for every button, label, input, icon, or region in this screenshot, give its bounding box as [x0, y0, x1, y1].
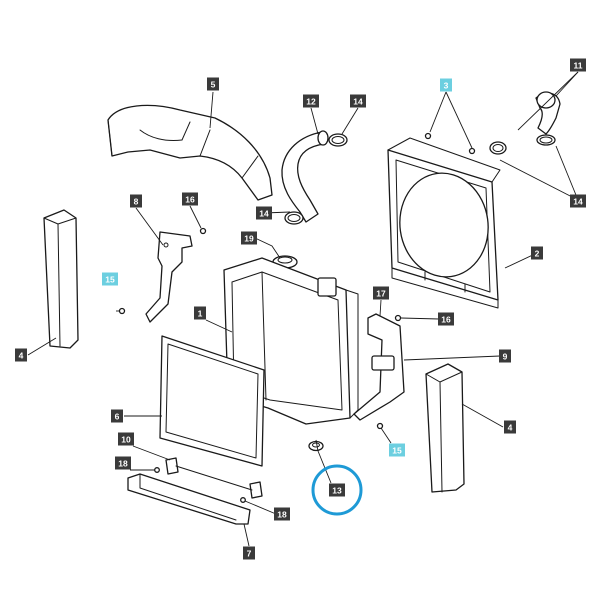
callout-number: 14 [573, 197, 583, 207]
callout-16: 16 [438, 312, 454, 326]
callout-number: 6 [115, 412, 120, 422]
callout-number: 3 [444, 81, 449, 91]
callout-number: 12 [306, 97, 316, 107]
part-upper-hose [281, 130, 329, 223]
callout-4: 4 [15, 348, 27, 362]
callout-18: 18 [274, 507, 290, 521]
callout-number: 14 [259, 209, 269, 219]
callout-box [241, 231, 257, 245]
callout-box [118, 432, 134, 446]
callout-18: 18 [115, 456, 131, 470]
callout-number: 19 [244, 234, 254, 244]
callout-number: 2 [535, 249, 540, 259]
callout-1: 1 [194, 306, 206, 320]
callout-box [303, 94, 319, 108]
callout-box [438, 312, 454, 326]
callout-box [570, 194, 586, 208]
callout-number: 8 [134, 197, 139, 207]
callout-box [194, 306, 206, 320]
callout-9: 9 [499, 349, 511, 363]
callout-number: 5 [211, 80, 216, 90]
callout-number: 13 [332, 486, 342, 496]
callout-14: 14 [350, 94, 366, 108]
callout-2: 2 [531, 246, 543, 260]
callout-box [440, 78, 452, 92]
callout-number: 10 [121, 435, 131, 445]
callout-number: 18 [118, 459, 128, 469]
callout-12: 12 [303, 94, 319, 108]
callout-box [274, 507, 290, 521]
part-fan-shroud [387, 137, 501, 309]
part-drain-plug [308, 440, 324, 452]
callout-box [243, 546, 255, 560]
callout-10: 10 [118, 432, 134, 446]
callout-15: 15 [389, 443, 405, 457]
callout-number: 9 [503, 352, 508, 362]
callout-number: 16 [185, 195, 195, 205]
callout-box [373, 286, 389, 300]
callout-box [207, 77, 219, 91]
callout-6: 6 [111, 409, 123, 423]
callout-number: 7 [247, 549, 252, 559]
callout-19: 19 [241, 231, 257, 245]
callout-number: 14 [353, 97, 363, 107]
callout-16: 16 [182, 192, 198, 206]
callout-box [256, 206, 272, 220]
callout-box [130, 194, 142, 208]
callout-box [329, 483, 345, 497]
callout-14: 14 [256, 206, 272, 220]
callout-14: 14 [570, 194, 586, 208]
callout-number: 15 [105, 275, 115, 285]
callout-7: 7 [243, 546, 255, 560]
callout-4: 4 [504, 420, 516, 434]
callout-3: 3 [440, 78, 452, 92]
callout-box [102, 272, 118, 286]
part-upper-duct [107, 104, 273, 201]
callout-box [389, 443, 405, 457]
part-hose-clamps [284, 133, 556, 225]
callout-number: 18 [277, 510, 287, 520]
callout-box [350, 94, 366, 108]
part-side-seal-left [43, 209, 79, 349]
callout-17: 17 [373, 286, 389, 300]
callout-number: 15 [392, 446, 402, 456]
callout-number: 4 [508, 423, 513, 433]
callout-13: 13 [329, 483, 345, 497]
callout-box [111, 409, 123, 423]
callout-box [499, 349, 511, 363]
callout-number: 16 [441, 315, 451, 325]
part-right-bracket [353, 313, 405, 421]
callout-number: 17 [376, 289, 386, 299]
part-side-seal-right [425, 363, 465, 493]
part-lower-clips [165, 457, 263, 499]
callout-box [531, 246, 543, 260]
callout-box [570, 58, 586, 72]
part-shroud-bolts [424, 132, 476, 155]
part-elbow-hose [535, 91, 561, 135]
callout-8: 8 [130, 194, 142, 208]
callout-5: 5 [207, 77, 219, 91]
callout-number: 11 [574, 61, 583, 71]
part-left-bracket [145, 231, 193, 323]
callout-box [15, 348, 27, 362]
callout-11: 11 [570, 58, 586, 72]
callout-box [115, 456, 131, 470]
callout-number: 4 [19, 351, 24, 361]
callout-box [504, 420, 516, 434]
part-lower-seal-bar [127, 473, 251, 525]
part-bolts-misc [118, 227, 402, 430]
callout-box [182, 192, 198, 206]
highlight-ring [311, 464, 363, 516]
part-lower-screws [154, 467, 246, 503]
callout-layer: 5 12 14 3 11 8 16 14 14 19 2 15 17 1 16 4 9 6 4 15 10 18 13 18 7 [15, 58, 586, 560]
callout-number: 1 [198, 309, 203, 319]
part-screen-frame [159, 335, 265, 467]
callout-15: 15 [102, 272, 118, 286]
